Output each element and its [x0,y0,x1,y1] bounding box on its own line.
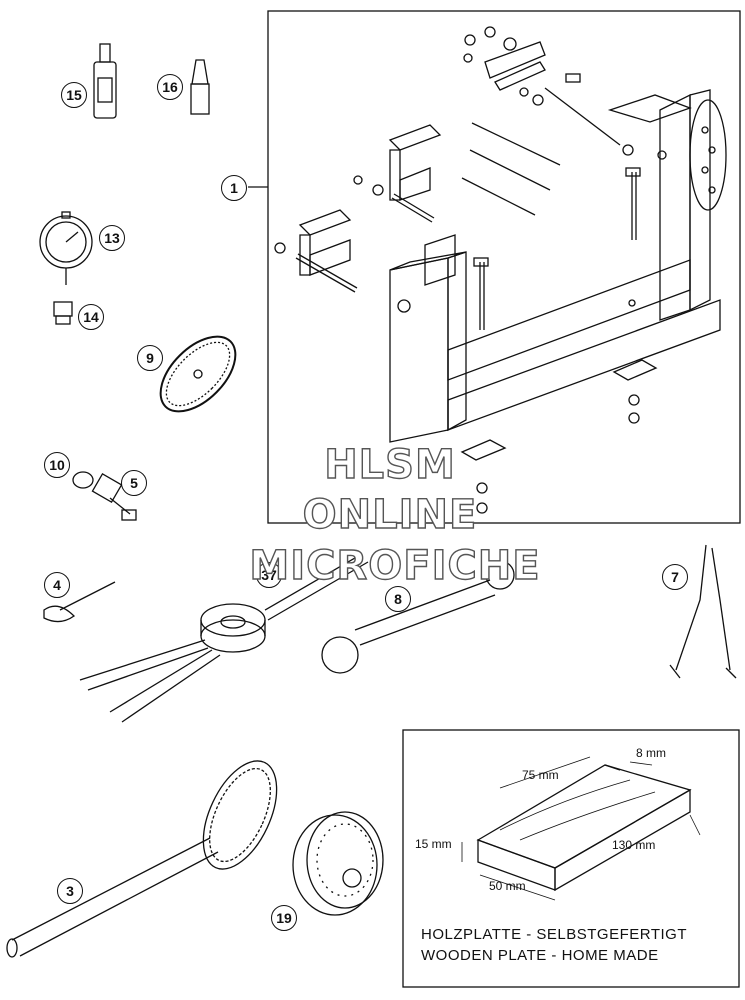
callout-16: 16 [157,74,183,100]
callout-3: 3 [57,878,83,904]
wood-plate-box [402,729,740,988]
callout-14: 14 [78,304,104,330]
dimension-130mm: 130 mm [612,838,656,852]
callout-15: 15 [61,82,87,108]
dimension-50mm: 50 mm [489,879,526,893]
callout-1: 1 [221,175,247,201]
callout-13: 13 [99,225,125,251]
engine-stand-drawing [274,26,727,514]
clutch-holder-drawing [6,760,278,958]
callout-37: 37 [256,562,282,588]
adapter-drawing [53,301,73,325]
pliers-drawing [669,544,737,679]
tool-4-drawing [43,581,116,623]
watermark-line-2: ONLINE [302,491,478,538]
callout-19: 19 [271,905,297,931]
dimension-8mm: 8 mm [636,746,666,760]
wrench-drawing [321,560,515,674]
watermark-line-3: MICROFICHE [249,542,541,589]
loctite-bottle-drawing [93,43,117,119]
sleeve-and-puller-drawing [72,471,137,521]
callout-10: 10 [44,452,70,478]
engine-stand-frame-box [267,10,741,524]
callout-7: 7 [662,564,688,590]
dimension-75mm: 75 mm [522,768,559,782]
dial-gauge-drawing [39,211,93,285]
dimension-15mm: 15 mm [415,837,452,851]
callout-8: 8 [385,586,411,612]
wood-plate-drawing [461,756,701,901]
callout-4: 4 [44,572,70,598]
small-tube-drawing [190,59,210,115]
callout-5: 5 [121,470,147,496]
holding-tool-drawing [79,554,369,723]
pulley-drawing [292,811,384,916]
watermark-line-1: HLSM [324,441,456,488]
degree-wheel-drawing [159,335,237,413]
callout-9: 9 [137,345,163,371]
wood-plate-caption-english: WOODEN PLATE - HOME MADE [421,947,659,964]
wood-plate-caption-german: HOLZPLATTE - SELBSTGEFERTIGT [421,926,687,943]
